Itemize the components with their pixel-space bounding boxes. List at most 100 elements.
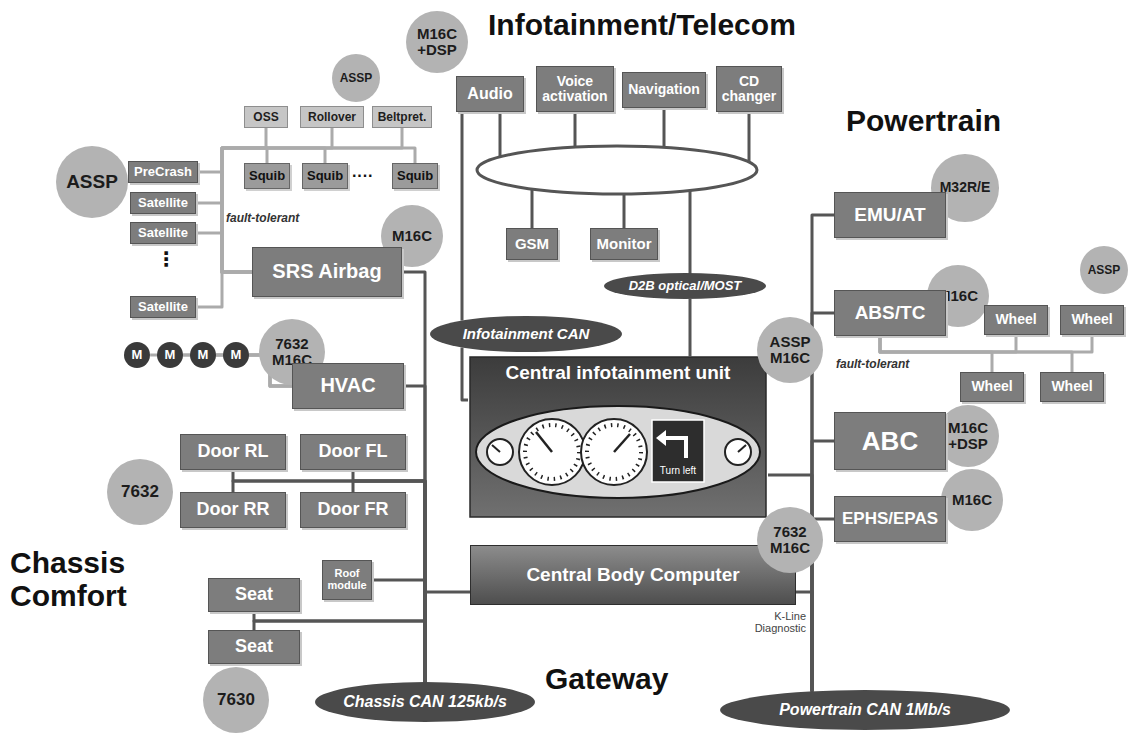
motor-symbol: M xyxy=(223,342,249,368)
bus-note: fault-tolerant xyxy=(836,358,909,371)
unit-panel xyxy=(470,357,766,517)
module-box: PreCrash xyxy=(128,161,198,183)
node-text: M16C xyxy=(388,228,437,244)
node-text: D2B optical/MOST xyxy=(615,279,754,293)
fault-tolerant-wire xyxy=(880,335,1016,352)
sensor-box: Beltpret. xyxy=(372,106,432,128)
module-box: EPHS/EPAS xyxy=(834,496,946,542)
node-text: Powertrain CAN 1Mb/s xyxy=(740,701,989,718)
module-box: Satellite xyxy=(130,192,196,214)
node-text: PreCrash xyxy=(133,165,193,179)
node-text: Central Body Computer xyxy=(475,565,791,586)
node-text: M xyxy=(127,348,148,362)
node-text: M16C +DSP xyxy=(944,420,993,452)
node-text: SRS Airbag xyxy=(257,261,397,283)
chip-badge: M16C xyxy=(941,469,1003,531)
node-text: Seat xyxy=(213,585,295,604)
node-text: Squib xyxy=(397,169,433,183)
module-box: GSM xyxy=(506,228,558,260)
node-text: Seat xyxy=(213,637,295,656)
node-text: EMU/AT xyxy=(839,205,941,226)
node-text: Voice activation xyxy=(541,74,609,104)
bus-wire xyxy=(812,215,834,691)
node-text: Satellite xyxy=(135,196,191,210)
node-text: ABS/TC xyxy=(839,303,941,324)
annotation: K-Line Diagnostic xyxy=(748,610,806,634)
node-text: ASSP xyxy=(1085,264,1122,277)
turn-arrow xyxy=(666,438,686,458)
gauge-needle xyxy=(614,434,630,452)
gauge-needle xyxy=(492,445,500,452)
module-box: Seat xyxy=(208,630,300,664)
node-text: Wheel xyxy=(1065,312,1119,327)
module-box: Satellite xyxy=(130,222,196,244)
node-text: Chassis CAN 125kb/s xyxy=(330,693,519,710)
node-text: HVAC xyxy=(297,375,399,397)
module-box: Satellite xyxy=(130,296,196,318)
module-box: Roof module xyxy=(322,560,372,600)
section-title: Infotainment/Telecom xyxy=(488,8,796,41)
node-text: Door FR xyxy=(305,500,401,519)
node-text: 7632 xyxy=(114,483,166,501)
node-text: Satellite xyxy=(135,300,191,314)
node-text: ASSP xyxy=(64,172,120,193)
bus-wire xyxy=(812,441,834,691)
bus-wire xyxy=(404,386,425,682)
node-text: Infotainment CAN xyxy=(443,326,608,342)
annotation: ···· xyxy=(352,167,373,185)
module-box: Door FL xyxy=(300,434,406,470)
node-text: 7630 xyxy=(210,691,262,709)
module-box: Door RL xyxy=(180,434,286,470)
node-text: Door RL xyxy=(185,442,281,461)
bus-label-oval: Infotainment CAN xyxy=(430,316,622,352)
node-text: Audio xyxy=(461,85,519,102)
chip-badge: 7632 M16C xyxy=(757,507,823,573)
node-text: Rollover xyxy=(305,111,359,124)
bus-label-oval: D2B optical/MOST xyxy=(604,273,766,299)
gauge xyxy=(519,419,585,485)
chip-badge: M16C +DSP xyxy=(406,11,468,73)
display-text: Turn left xyxy=(652,465,704,476)
bus-label-oval: Powertrain CAN 1Mb/s xyxy=(720,690,1010,730)
chip-badge: M16C +DSP xyxy=(937,405,999,467)
node-text: Squib xyxy=(249,169,285,183)
module-box: Seat xyxy=(208,578,300,612)
node-text: OSS xyxy=(249,111,283,124)
bus-wire xyxy=(372,580,425,682)
node-text: Squib xyxy=(307,169,343,183)
gauge xyxy=(487,439,513,465)
gauge xyxy=(725,439,751,465)
gauge-needle xyxy=(738,445,746,452)
module-box: EMU/AT xyxy=(834,192,946,238)
nav-display xyxy=(652,420,704,482)
bus-wire xyxy=(689,299,692,357)
bus-wire xyxy=(462,347,468,400)
module-box: SRS Airbag xyxy=(252,247,402,297)
node-text: Wheel xyxy=(1045,379,1099,394)
node-text: ASSP xyxy=(337,72,374,85)
module-box: ABS/TC xyxy=(834,290,946,336)
motor-symbol: M xyxy=(157,342,183,368)
module-box: Door RR xyxy=(180,492,286,528)
node-text: M xyxy=(226,348,247,362)
node-text: Monitor xyxy=(595,236,653,252)
gauge-ticks xyxy=(525,425,579,479)
node-text: M32R/E xyxy=(939,180,992,195)
bus-wire xyxy=(425,592,470,682)
motor-symbol: M xyxy=(190,342,216,368)
module-box: CD changer xyxy=(716,66,782,112)
module-box: HVAC xyxy=(292,363,404,409)
bus-wire xyxy=(796,592,812,691)
node-text: Door FL xyxy=(305,442,401,461)
chip-badge: ASSP xyxy=(332,54,380,102)
chip-badge: ASSP xyxy=(56,146,128,218)
node-text: Door RR xyxy=(185,500,281,519)
node-text: M xyxy=(160,348,181,362)
node-text: Navigation xyxy=(627,82,701,97)
fault-tolerant-wire xyxy=(196,233,252,272)
sensor-box: OSS xyxy=(244,106,288,128)
node-text: M16C xyxy=(948,492,997,508)
node-text: EPHS/EPAS xyxy=(839,510,941,528)
gateway-unit: Central infotainment unit xyxy=(468,357,768,517)
module-box: Navigation xyxy=(622,72,706,108)
